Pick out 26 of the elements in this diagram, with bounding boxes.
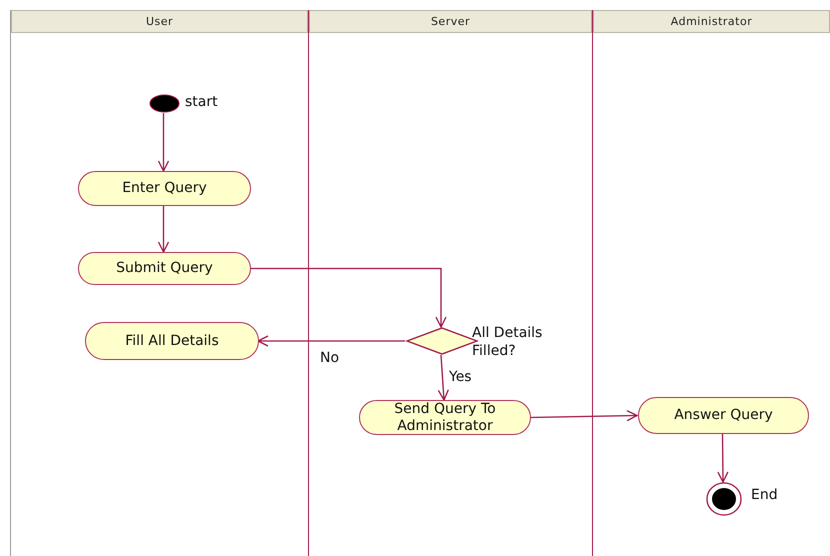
activity-box xyxy=(85,322,259,360)
arrow xyxy=(257,335,405,347)
swimlane xyxy=(592,10,830,556)
activity-label: Send Query To Administrator xyxy=(393,400,497,434)
node-label: start xyxy=(185,93,219,111)
node-label: End xyxy=(751,486,779,504)
swimlane xyxy=(308,10,592,556)
swimlane xyxy=(10,10,308,556)
activity-label: Answer Query xyxy=(673,407,774,424)
arrow xyxy=(250,268,447,328)
arrow xyxy=(158,113,170,172)
activity-label: Enter Query xyxy=(121,180,208,197)
lane-header: User xyxy=(11,10,308,33)
arrow xyxy=(717,434,729,483)
activity-label: Fill All Details xyxy=(124,332,220,350)
activity-label: Submit Query xyxy=(115,260,214,277)
arrow xyxy=(158,206,170,253)
lane-header: Server xyxy=(309,10,592,33)
activity-box xyxy=(359,400,531,435)
arrow xyxy=(530,410,638,422)
node-label: All Details Filled? xyxy=(472,324,544,360)
activity-box xyxy=(638,397,809,434)
activity-box xyxy=(78,252,251,285)
arrow xyxy=(438,354,449,401)
activity-box xyxy=(78,171,251,206)
lane-header: Administrator xyxy=(593,10,830,33)
